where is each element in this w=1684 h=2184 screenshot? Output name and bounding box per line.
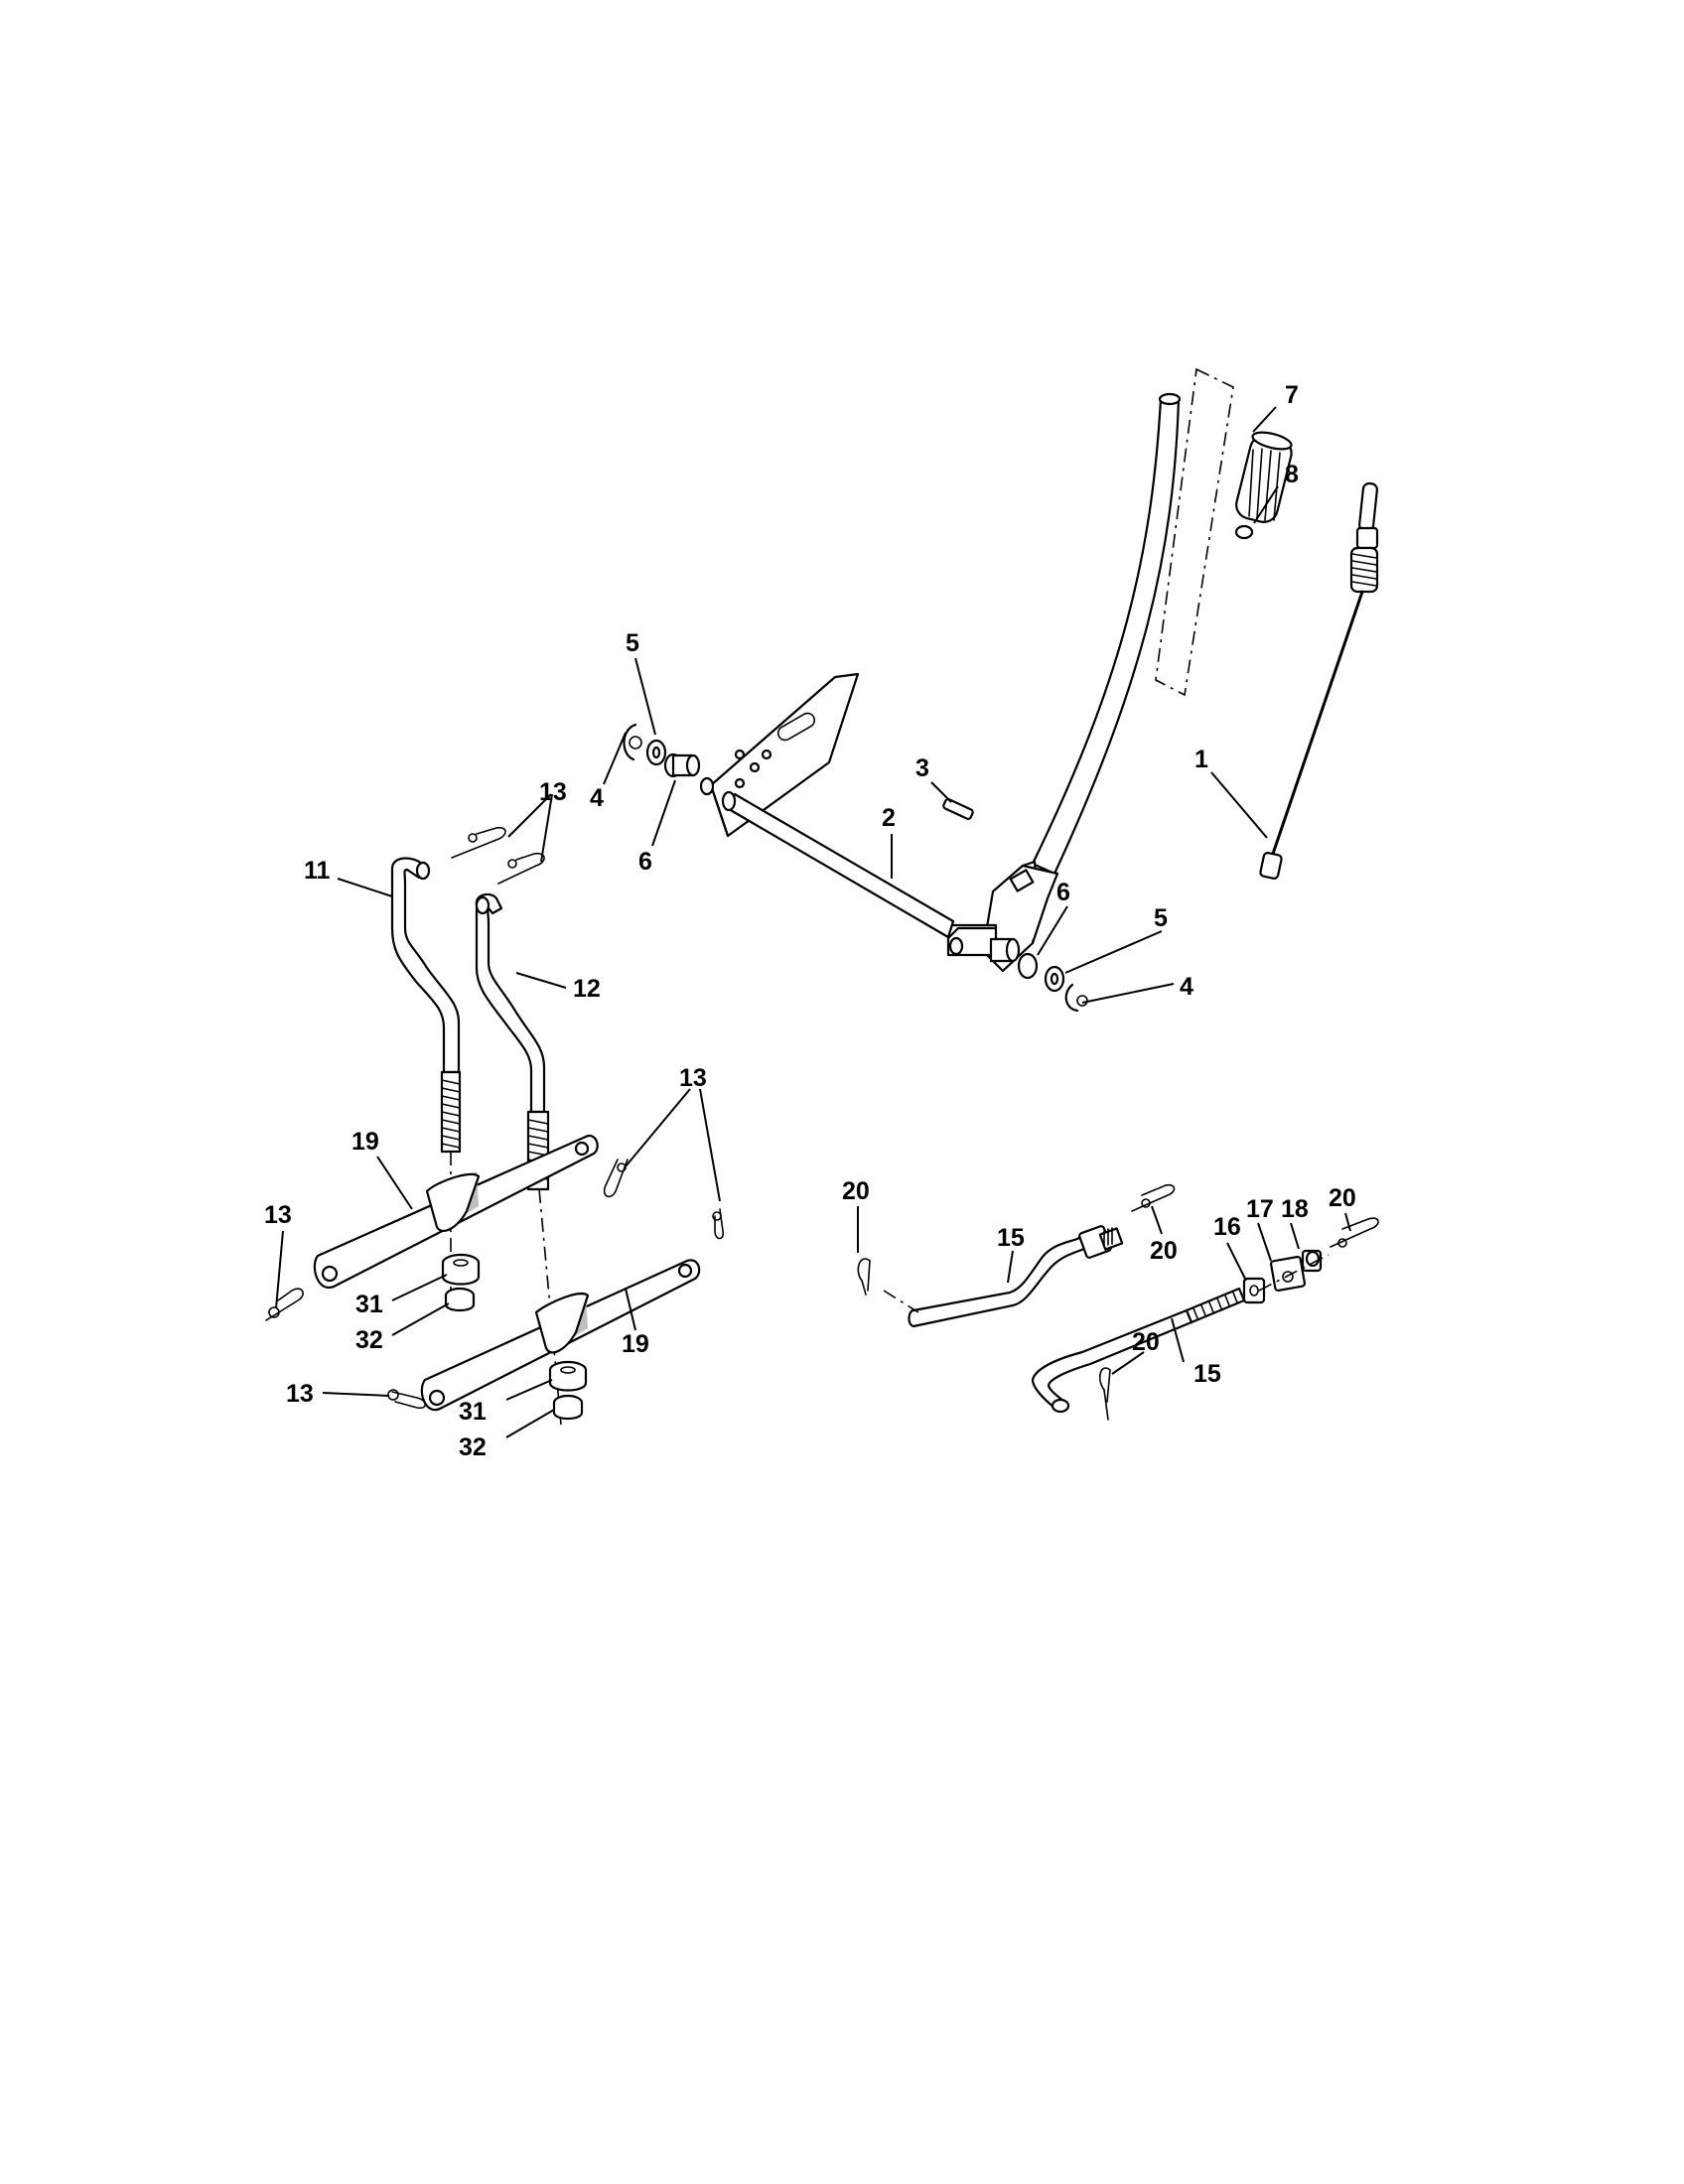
part-31-spacer-upper xyxy=(441,1253,481,1286)
callout-32: 32 xyxy=(355,1326,383,1354)
part-31-spacer-lower xyxy=(548,1360,588,1392)
part-20-clip-icon xyxy=(1131,1183,1176,1212)
part-20-clip-icon xyxy=(857,1258,871,1296)
part-11-lift-link xyxy=(390,857,462,1154)
callout-6: 6 xyxy=(1056,879,1070,906)
callout-7: 7 xyxy=(1285,381,1299,409)
callout-20: 20 xyxy=(842,1177,870,1205)
callout-18: 18 xyxy=(1281,1195,1309,1223)
callout-15: 15 xyxy=(997,1224,1025,1252)
part-7-handle-grip xyxy=(1235,431,1293,523)
part-6-bushing-left xyxy=(663,752,701,778)
callout-13: 13 xyxy=(679,1064,707,1092)
part-lift-lever xyxy=(946,392,1182,973)
callout-5: 5 xyxy=(626,629,639,657)
callout-15: 15 xyxy=(1193,1360,1221,1388)
part-17-block xyxy=(1269,1255,1307,1293)
part-32-nut-upper xyxy=(444,1287,476,1312)
part-20-clip-icon xyxy=(1330,1217,1379,1248)
callout-4: 4 xyxy=(590,784,604,812)
alignment-line xyxy=(1258,1254,1330,1292)
spring-icon xyxy=(1349,546,1379,594)
part-19-lift-arm-lower xyxy=(420,1259,701,1412)
callout-8: 8 xyxy=(1285,461,1299,488)
callout-32: 32 xyxy=(459,1433,487,1461)
part-1-adjust-rod xyxy=(1259,481,1379,880)
callout-2: 2 xyxy=(882,804,896,832)
part-13-hairpin-icon xyxy=(265,1288,304,1321)
callout-19: 19 xyxy=(351,1128,379,1156)
handle-outline xyxy=(1155,367,1234,697)
callout-5: 5 xyxy=(1154,904,1168,932)
callout-11: 11 xyxy=(304,857,331,885)
part-3-key xyxy=(942,798,974,820)
part-13-hairpin-icon xyxy=(497,852,545,885)
part-6-bushing-right xyxy=(989,937,1021,963)
callout-20: 20 xyxy=(1132,1328,1160,1356)
callout-1: 1 xyxy=(1194,746,1208,773)
callout-17: 17 xyxy=(1246,1195,1274,1223)
part-13-hairpin-icon xyxy=(603,1159,629,1198)
part-4-clip-right xyxy=(1064,983,1088,1013)
part-13-hairpin-icon xyxy=(712,1208,725,1240)
thread-icon xyxy=(1185,1287,1246,1324)
callout-labels: 1 2 3 4 4 5 5 6 6 7 8 11 12 13 13 13 13 … xyxy=(264,381,1356,1461)
part-32-nut-lower xyxy=(552,1394,584,1421)
part-2-lift-shaft xyxy=(699,672,955,939)
callout-12: 12 xyxy=(573,975,601,1003)
callout-20: 20 xyxy=(1150,1237,1178,1265)
callout-16: 16 xyxy=(1213,1213,1241,1241)
part-13-hairpin-icon xyxy=(387,1389,427,1410)
part-19-lift-arm-upper xyxy=(313,1134,599,1290)
part-20-clip-icon xyxy=(1098,1367,1111,1421)
callout-31: 31 xyxy=(355,1291,383,1318)
callout-13: 13 xyxy=(539,778,567,806)
alignment-line xyxy=(883,1290,919,1313)
callout-31: 31 xyxy=(459,1398,487,1426)
callout-3: 3 xyxy=(915,754,929,782)
part-13-hairpin-icon xyxy=(451,826,506,859)
callout-6: 6 xyxy=(638,848,652,876)
part-4-clip-left xyxy=(623,723,642,761)
callout-13: 13 xyxy=(264,1201,292,1229)
part-5-washer-left xyxy=(645,739,667,766)
thread-icon xyxy=(440,1070,462,1154)
leader-lines xyxy=(275,406,1351,1438)
part-12-lift-link xyxy=(475,892,550,1191)
part-5-washer-right xyxy=(1044,965,1065,993)
part-6-washer-right xyxy=(1017,952,1039,980)
callout-20: 20 xyxy=(1329,1184,1356,1212)
callout-4: 4 xyxy=(1180,973,1193,1001)
callout-13: 13 xyxy=(286,1380,314,1408)
callout-19: 19 xyxy=(622,1330,649,1358)
part-15-rod-upper xyxy=(908,1225,1124,1328)
part-16-nut xyxy=(1242,1277,1266,1304)
part-8-button xyxy=(1234,524,1254,540)
